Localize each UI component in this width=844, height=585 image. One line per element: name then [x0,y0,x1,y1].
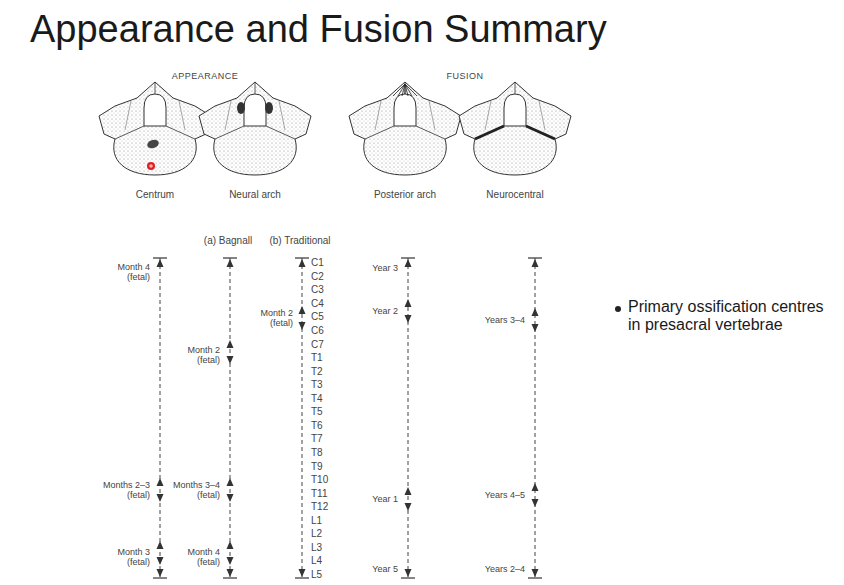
vertebra-level: T3 [311,379,341,391]
timeline-label: Month 4 (fetal) [96,262,150,283]
timeline-label: Months 3–4 (fetal) [166,480,220,501]
timeline-label: Years 2–4 [471,564,525,574]
vertebra-level: L4 [311,555,341,567]
vertebra-level: C6 [311,325,341,337]
section-heading: FUSION [405,71,525,81]
vertebra-level: L1 [311,515,341,527]
vertebra-level: T1 [311,352,341,364]
timeline-label: Month 4 (fetal) [166,547,220,568]
vertebra-level: T7 [311,433,341,445]
column-heading: (a) Bagnall [193,235,263,247]
vertebra-level: C3 [311,284,341,296]
timeline-label: Months 2–3 (fetal) [96,480,150,501]
vertebra-level: T5 [311,406,341,418]
section-heading: APPEARANCE [145,71,265,81]
vertebra-posterior-arch [349,82,461,175]
vertebra-level: C4 [311,298,341,310]
vertebra-level: T12 [311,501,341,513]
column-heading: (b) Traditional [260,235,340,247]
bullet-note: Primary ossification centres in presacra… [628,298,828,335]
timeline-arrows [153,258,542,578]
vertebra-neurocentral [459,82,571,175]
vertebra-neural-arch [199,82,311,175]
vertebra-level: L2 [311,528,341,540]
vertebra-level: C7 [311,339,341,351]
timeline-label: Year 2 [344,306,398,316]
figure-caption: Posterior arch [355,189,455,201]
vertebra-level: L3 [311,542,341,554]
timeline-label: Month 3 (fetal) [96,547,150,568]
vertebra-level: T2 [311,366,341,378]
vertebra-level: T6 [311,420,341,432]
timeline-label: Year 5 [344,564,398,574]
figure-caption: Neurocentral [465,189,565,201]
vertebra-level: C2 [311,271,341,283]
vertebra-level: C1 [311,257,341,269]
figure-caption: Centrum [105,189,205,201]
vertebra-level: T11 [311,488,341,500]
vertebra-level: T8 [311,447,341,459]
vertebra-level: T10 [311,474,341,486]
timeline-label: Years 4–5 [471,490,525,500]
bullet-dot [615,306,621,312]
vertebra-level: T4 [311,393,341,405]
vertebra-level: T9 [311,461,341,473]
vertebra-centrum [99,82,211,175]
timeline-label: Year 1 [344,494,398,504]
vertebra-level: L5 [311,569,341,581]
figure-caption: Neural arch [205,189,305,201]
slide-title: Appearance and Fusion Summary [30,8,607,51]
timeline-label: Year 3 [344,263,398,273]
vertebra-level: C5 [311,311,341,323]
timeline-label: Month 2 (fetal) [166,345,220,366]
timeline-label: Years 3–4 [471,315,525,325]
timeline-label: Month 2 (fetal) [239,308,293,329]
